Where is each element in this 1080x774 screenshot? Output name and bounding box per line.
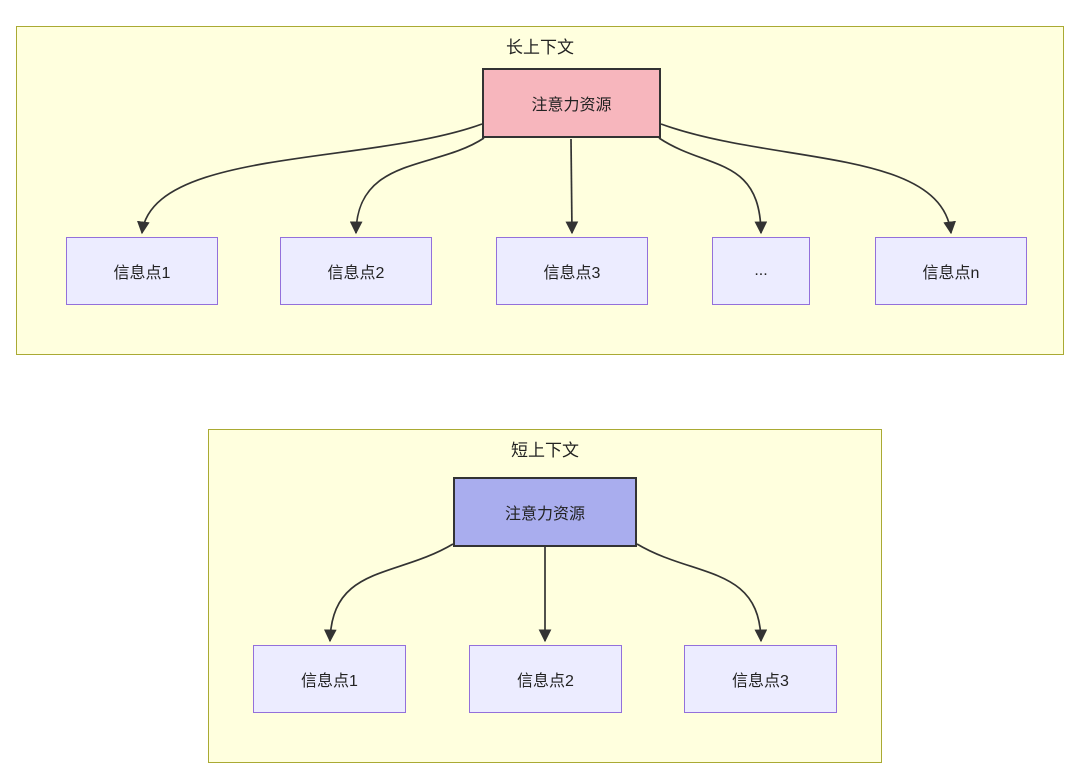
node-long-info-3: 信息点3 xyxy=(496,237,648,305)
node-long-info-n-label: 信息点n xyxy=(922,265,980,282)
node-short-info-2-label: 信息点2 xyxy=(517,673,574,690)
node-long-info-1-label: 信息点1 xyxy=(113,265,171,282)
node-short-info-3-label: 信息点3 xyxy=(732,673,789,690)
node-long-info-ellipsis-label: ... xyxy=(754,262,768,279)
node-long-info-ellipsis: ... xyxy=(712,237,810,305)
node-long-attention-label: 注意力资源 xyxy=(531,97,612,114)
node-long-info-2: 信息点2 xyxy=(280,237,432,305)
node-short-attention-label: 注意力资源 xyxy=(504,506,585,523)
node-long-attention: 注意力资源 xyxy=(482,68,661,138)
node-short-info-2: 信息点2 xyxy=(469,645,622,713)
node-short-info-3: 信息点3 xyxy=(684,645,837,713)
cluster-short-context-title: 短上下文 xyxy=(511,441,579,460)
node-short-attention: 注意力资源 xyxy=(453,477,637,547)
cluster-long-context-title: 长上下文 xyxy=(506,38,574,57)
node-short-info-1-label: 信息点1 xyxy=(301,673,358,690)
node-short-info-1: 信息点1 xyxy=(253,645,406,713)
node-long-info-n: 信息点n xyxy=(875,237,1027,305)
node-long-info-1: 信息点1 xyxy=(66,237,218,305)
node-long-info-3-label: 信息点3 xyxy=(543,265,601,282)
node-long-info-2-label: 信息点2 xyxy=(327,265,385,282)
